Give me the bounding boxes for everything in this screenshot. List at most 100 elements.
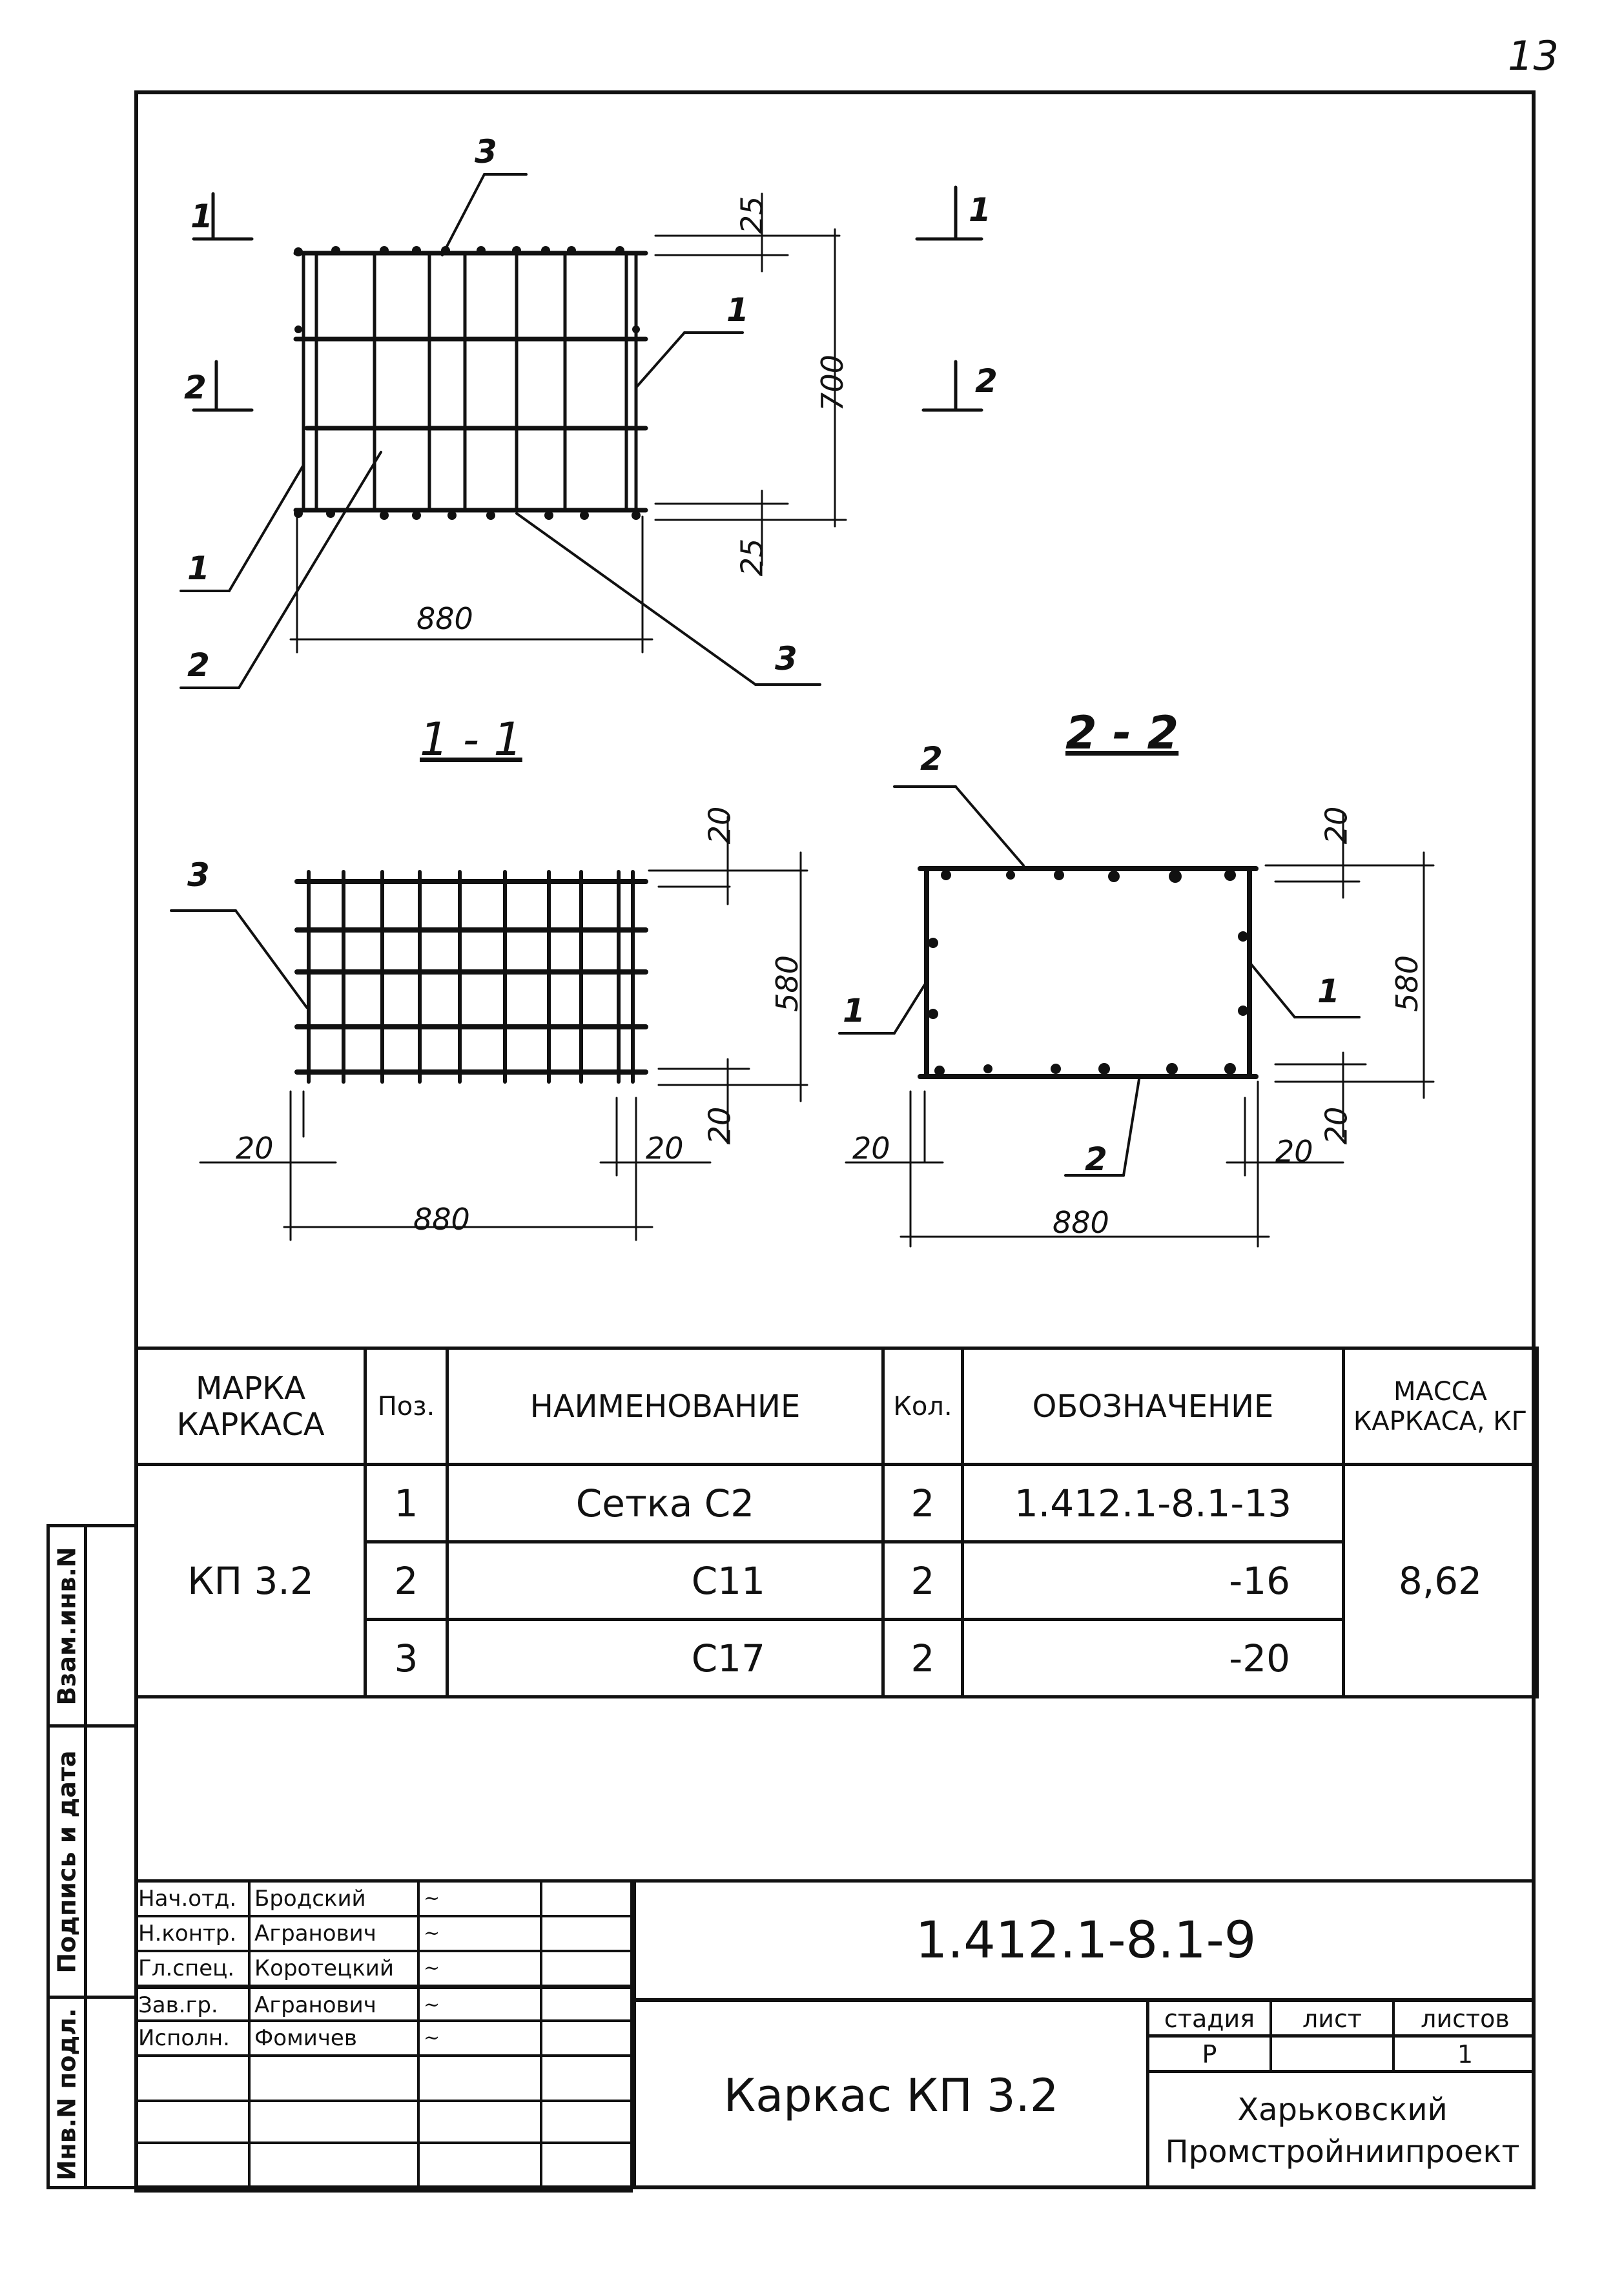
- signatory-name: Бродский: [251, 1883, 420, 1915]
- plan-dim-top-offset: 25: [734, 196, 770, 234]
- document-code: 1.412.1-8.1-9: [633, 1879, 1536, 2002]
- side-label-inv-orig: Инв.N подл.: [52, 2008, 81, 2180]
- empty-row: [134, 2102, 633, 2144]
- sheets-value: 1: [1457, 2040, 1474, 2069]
- reinforcement-drawing: [170, 173, 1435, 1248]
- signatory-date: [542, 1883, 633, 1915]
- spec-header-row: МАРКА КАРКАСА Поз. НАИМЕНОВАНИЕ Кол. ОБО…: [134, 1347, 1539, 1466]
- section-1-1-dim-bottom: 20: [702, 1106, 737, 1145]
- side-label-replaced-inv: Взам.инв.N: [52, 1546, 81, 1706]
- drawing-frame: [134, 90, 1536, 2189]
- stage-label: стадия: [1149, 2002, 1272, 2034]
- signatory-row: Исполн. Фомичев ~: [134, 2022, 633, 2057]
- signatory-name: Агранович: [251, 1989, 420, 2019]
- side-cell-replaced-inv: Взам.инв.N: [50, 1527, 138, 1728]
- section-2-2-dim-right: 20: [1275, 1134, 1313, 1169]
- signatory-name: Агранович: [251, 1917, 420, 1950]
- section-1-1-dim-height: 580: [769, 955, 805, 1012]
- plan-position-label-top: 3: [475, 133, 497, 170]
- signatory-role: Исполн.: [134, 2022, 251, 2054]
- section-1-1-dim-width: 880: [413, 1202, 470, 1237]
- section-mark-1-left: 1: [190, 198, 213, 235]
- table-row: 2 С11 2 -16: [136, 1540, 1537, 1621]
- cell-designation: 1.412.1-8.1-13: [961, 1463, 1345, 1543]
- signatory-role: Гл.спец.: [134, 1952, 251, 1985]
- cell-designation: -16: [961, 1540, 1345, 1621]
- signatory-role: Зав.гр.: [134, 1989, 251, 2019]
- header-designation: ОБОЗНАЧЕНИЕ: [961, 1347, 1345, 1466]
- signatory-date: [542, 1989, 633, 2019]
- signatory-date: [542, 2022, 633, 2054]
- cell-pos: 1: [364, 1463, 449, 1543]
- table-row: 3 С17 2 -20: [136, 1618, 1537, 1698]
- organization-line-1: Харьковский: [1237, 2092, 1448, 2129]
- signatory-name: Фомичев: [251, 2022, 420, 2054]
- cell-qty: 2: [881, 1540, 964, 1621]
- plan-dim-width: 880: [416, 601, 473, 636]
- section-2-2-label-bottom: 2: [1085, 1140, 1107, 1178]
- cell-mass: 8,62: [1342, 1463, 1539, 1698]
- page-number: 13: [1508, 32, 1559, 79]
- header-mark: МАРКА КАРКАСА: [134, 1347, 367, 1466]
- section-2-2-dim-left: 20: [852, 1131, 890, 1166]
- section-2-2-dim-top: 20: [1319, 806, 1354, 845]
- section-1-1-dim-right: 20: [646, 1131, 684, 1166]
- table-row: КП 3.2 1 Сетка С2 2 1.412.1-8.1-13 8,62: [134, 1463, 1539, 1698]
- section-1-1-dim-left: 20: [236, 1131, 274, 1166]
- side-label-signature-date: Подпись и дата: [52, 1749, 81, 1974]
- cell-name: С17: [446, 1618, 885, 1698]
- signatory-date: [542, 1952, 633, 1985]
- side-cell-inv-orig: Инв.N подл.: [50, 1999, 138, 2189]
- cell-name: Сетка С2: [446, 1463, 885, 1543]
- signatory-role: Н.контр.: [134, 1917, 251, 1950]
- plan-position-label-bottom-right: 3: [775, 640, 797, 677]
- section-2-2-dim-bottom: 20: [1319, 1106, 1354, 1145]
- specification-table: МАРКА КАРКАСА Поз. НАИМЕНОВАНИЕ Кол. ОБО…: [134, 1347, 1539, 1698]
- sheet-info-labels: стадия лист листов: [1149, 2002, 1536, 2038]
- plan-dim-bottom-offset: 25: [734, 538, 770, 577]
- signatory-role: Нач.отд.: [134, 1883, 251, 1915]
- section-2-2-dim-width: 880: [1053, 1205, 1109, 1240]
- section-1-1-position-label: 3: [187, 856, 210, 894]
- section-1-1-dim-top: 20: [702, 806, 737, 845]
- cell-mark: КП 3.2: [134, 1463, 367, 1698]
- header-name: НАИМЕНОВАНИЕ: [446, 1347, 885, 1466]
- side-cell-signature-date: Подпись и дата: [50, 1728, 138, 1999]
- cell-pos: 2: [364, 1540, 449, 1621]
- section-2-2-label-right: 1: [1317, 973, 1340, 1010]
- signature-mark: ~: [420, 1952, 542, 1985]
- signatory-date: [542, 1917, 633, 1950]
- section-2-2-title: 2 - 2: [1065, 707, 1179, 759]
- signatories-block: Нач.отд. Бродский ~ Н.контр. Агранович ~…: [134, 1879, 633, 2193]
- drawing-title: Каркас КП 3.2: [633, 2002, 1149, 2189]
- plan-dim-height: 700: [814, 355, 850, 411]
- empty-row: [134, 2144, 633, 2193]
- section-2-2-dim-height: 580: [1389, 955, 1424, 1012]
- signature-mark: ~: [420, 2022, 542, 2054]
- header-qty: Кол.: [881, 1347, 964, 1466]
- signatory-row: Нач.отд. Бродский ~: [134, 1883, 633, 1917]
- organization-line-2: Промстройниипроект: [1165, 2134, 1520, 2170]
- sheet-label: лист: [1272, 2002, 1395, 2034]
- cell-designation: -20: [961, 1618, 1345, 1698]
- stage-value: Р: [1149, 2038, 1272, 2070]
- header-pos: Поз.: [364, 1347, 449, 1466]
- sheet-info: стадия лист листов Р 1: [1149, 2002, 1536, 2189]
- empty-row: [134, 2057, 633, 2102]
- side-stamp: Взам.инв.N Подпись и дата Инв.N подл.: [46, 1524, 138, 2189]
- cell-name: С11: [446, 1540, 885, 1621]
- plan-position-label-left-2: 2: [187, 646, 210, 684]
- section-mark-2-left: 2: [184, 369, 207, 406]
- section-mark-2-right: 2: [975, 362, 998, 400]
- sheet-info-values: Р 1: [1149, 2038, 1536, 2073]
- section-2-2-label-top: 2: [920, 740, 943, 778]
- signatory-row: Н.контр. Агранович ~: [134, 1917, 633, 1952]
- signature-mark: ~: [420, 1989, 542, 2019]
- sheets-label: листов: [1421, 2005, 1510, 2033]
- plan-position-label-left-1: 1: [187, 550, 210, 587]
- cell-pos: 3: [364, 1618, 449, 1698]
- signature-mark: ~: [420, 1883, 542, 1915]
- section-2-2-label-left: 1: [843, 992, 865, 1029]
- signatory-row: Зав.гр. Агранович ~: [134, 1987, 633, 2022]
- signature-mark: ~: [420, 1917, 542, 1950]
